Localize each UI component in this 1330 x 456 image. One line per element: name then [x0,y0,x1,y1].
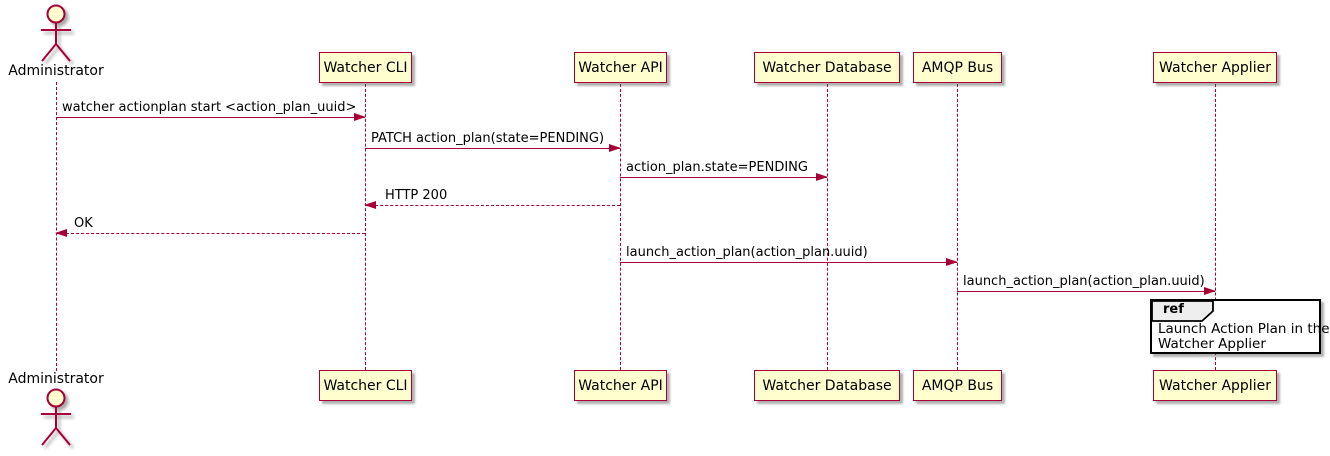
arrowhead-left-icon [364,201,376,209]
participant-label: Watcher Applier [1159,59,1271,76]
participant-label: Watcher CLI [323,59,408,76]
arrowhead-right-icon [354,113,366,121]
message-line [957,291,1215,292]
participant-amqp-bus-bottom: AMQP Bus [913,370,1002,401]
lifeline-amqp-bus [957,84,958,370]
participant-watcher-applier-top: Watcher Applier [1153,52,1277,83]
participant-label: Watcher Applier [1159,377,1271,394]
message-http-200: HTTP 200 [364,188,620,209]
message-label: OK [74,216,93,231]
message-label: launch_action_plan(action_plan.uuid) [963,274,1205,289]
message-label: HTTP 200 [385,188,448,203]
message-launch-action-plan-applier: launch_action_plan(action_plan.uuid) [957,274,1216,295]
message-line [620,262,957,263]
participant-watcher-applier-bottom: Watcher Applier [1153,370,1277,401]
message-label: action_plan.state=PENDING [626,160,808,175]
actor-icon [41,388,71,446]
arrowhead-right-icon [946,258,958,266]
participant-watcher-api-top: Watcher API [574,52,667,83]
participant-watcher-database-top: Watcher Database [754,52,900,83]
lifeline-watcher-cli [365,84,366,370]
participant-label: Watcher API [578,59,663,76]
lifeline-watcher-applier [1215,84,1216,370]
participant-watcher-database-bottom: Watcher Database [754,370,900,401]
actor-label: Administrator [8,371,104,387]
actor-icon [41,4,71,62]
actor-administrator-bottom: Administrator [0,371,112,447]
lifeline-watcher-api [620,84,621,370]
participant-label: Watcher Database [762,59,892,76]
ref-keyword: ref [1163,302,1184,317]
message-action-plan-state-pending: action_plan.state=PENDING [620,160,828,181]
message-launch-action-plan-amqp: launch_action_plan(action_plan.uuid) [620,245,958,266]
actor-administrator-top: Administrator [0,3,112,79]
participant-label: Watcher CLI [323,377,408,394]
lifeline-administrator [56,82,57,371]
participant-label: AMQP Bus [921,59,994,76]
message-line [365,148,620,149]
participant-label: Watcher Database [762,377,892,394]
message-label: PATCH action_plan(state=PENDING) [371,131,605,146]
ref-text-line2: Watcher Applier [1158,336,1266,352]
actor-label: Administrator [8,63,104,79]
message-label: watcher actionplan start <action_plan_uu… [62,100,357,115]
participant-watcher-cli-top: Watcher CLI [319,52,412,83]
message-line [56,117,365,118]
ref-tab: ref [1151,300,1215,322]
participant-label: AMQP Bus [921,377,994,394]
lifeline-watcher-database [827,84,828,370]
arrowhead-right-icon [1204,287,1216,295]
message-patch-action-plan: PATCH action_plan(state=PENDING) [365,131,621,152]
ref-text-line1: Launch Action Plan in the [1158,321,1330,337]
participant-amqp-bus-top: AMQP Bus [913,52,1002,83]
participant-watcher-api-bottom: Watcher API [574,370,667,401]
message-label: launch_action_plan(action_plan.uuid) [626,245,868,260]
message-line [365,205,620,206]
ref-text: Launch Action Plan in the Watcher Applie… [1158,322,1330,352]
message-start-actionplan: watcher actionplan start <action_plan_uu… [56,100,366,121]
participant-label: Watcher API [578,377,663,394]
participant-watcher-cli-bottom: Watcher CLI [319,370,412,401]
message-line [620,177,827,178]
ref-fragment: ref Launch Action Plan in the Watcher Ap… [1150,299,1330,354]
arrowhead-right-icon [816,173,828,181]
message-line [56,233,365,234]
arrowhead-right-icon [609,144,621,152]
message-ok: OK [55,216,365,237]
ref-tab-shape [1151,300,1214,322]
arrowhead-left-icon [55,229,67,237]
